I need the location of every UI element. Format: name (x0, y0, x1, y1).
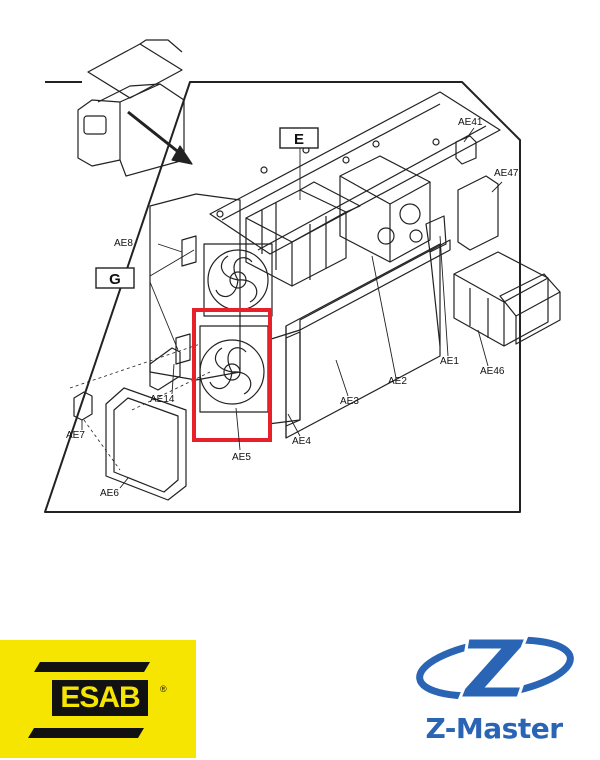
callout-ae4: AE4 (292, 436, 311, 447)
callout-ae7: AE7 (66, 430, 85, 441)
callout-box-g (95, 267, 135, 289)
callout-ae47: AE47 (494, 168, 519, 179)
part-ae14 (149, 347, 181, 391)
fan-ae5 (199, 325, 269, 413)
zmaster-wordmark: Z-Master (425, 712, 563, 745)
callout-ae8: AE8 (114, 238, 133, 249)
zmaster-logo-icon (416, 636, 574, 700)
part-ae6-gasket (105, 387, 187, 501)
callout-ae41: AE41 (458, 117, 483, 128)
assembly-guides (69, 343, 211, 471)
ae5-highlight-box (192, 308, 272, 442)
callout-g: G (109, 271, 121, 288)
part-ae41 (455, 135, 477, 165)
callout-box-e (279, 127, 319, 149)
top-rail (209, 91, 501, 255)
insert-arrow (127, 110, 187, 160)
fan-cowling-ae4 (267, 329, 301, 425)
callout-ae46: AE46 (480, 366, 505, 377)
upper-fan (203, 243, 273, 317)
esab-registered-mark: ® (160, 684, 167, 694)
side-bracket-lower (175, 333, 191, 365)
component-block-right (339, 155, 431, 263)
callout-ae14: AE14 (150, 394, 175, 405)
callout-ae5: AE5 (232, 452, 251, 463)
part-ae47 (457, 175, 499, 251)
part-ae7 (73, 391, 93, 421)
callout-ae6: AE6 (100, 488, 119, 499)
front-cover (285, 331, 301, 427)
callout-e: E (294, 131, 304, 148)
rail-screws (216, 138, 440, 218)
part-ae1 (425, 215, 447, 253)
unit-thumbnail (77, 39, 185, 177)
heatsink-body (285, 243, 441, 439)
exploded-parts-diagram: E G AE41 AE47 AE8 AE1 AE46 AE2 AE3 AE4 A… (44, 39, 561, 513)
callout-ae1: AE1 (440, 356, 459, 367)
component-block-e (245, 181, 361, 287)
callout-ae3: AE3 (340, 396, 359, 407)
esab-wordmark: ESAB (52, 680, 148, 716)
callout-ae2: AE2 (388, 376, 407, 387)
diagram-frame (44, 81, 521, 513)
part-ae46 (453, 251, 561, 347)
side-bracket-upper (181, 235, 197, 267)
